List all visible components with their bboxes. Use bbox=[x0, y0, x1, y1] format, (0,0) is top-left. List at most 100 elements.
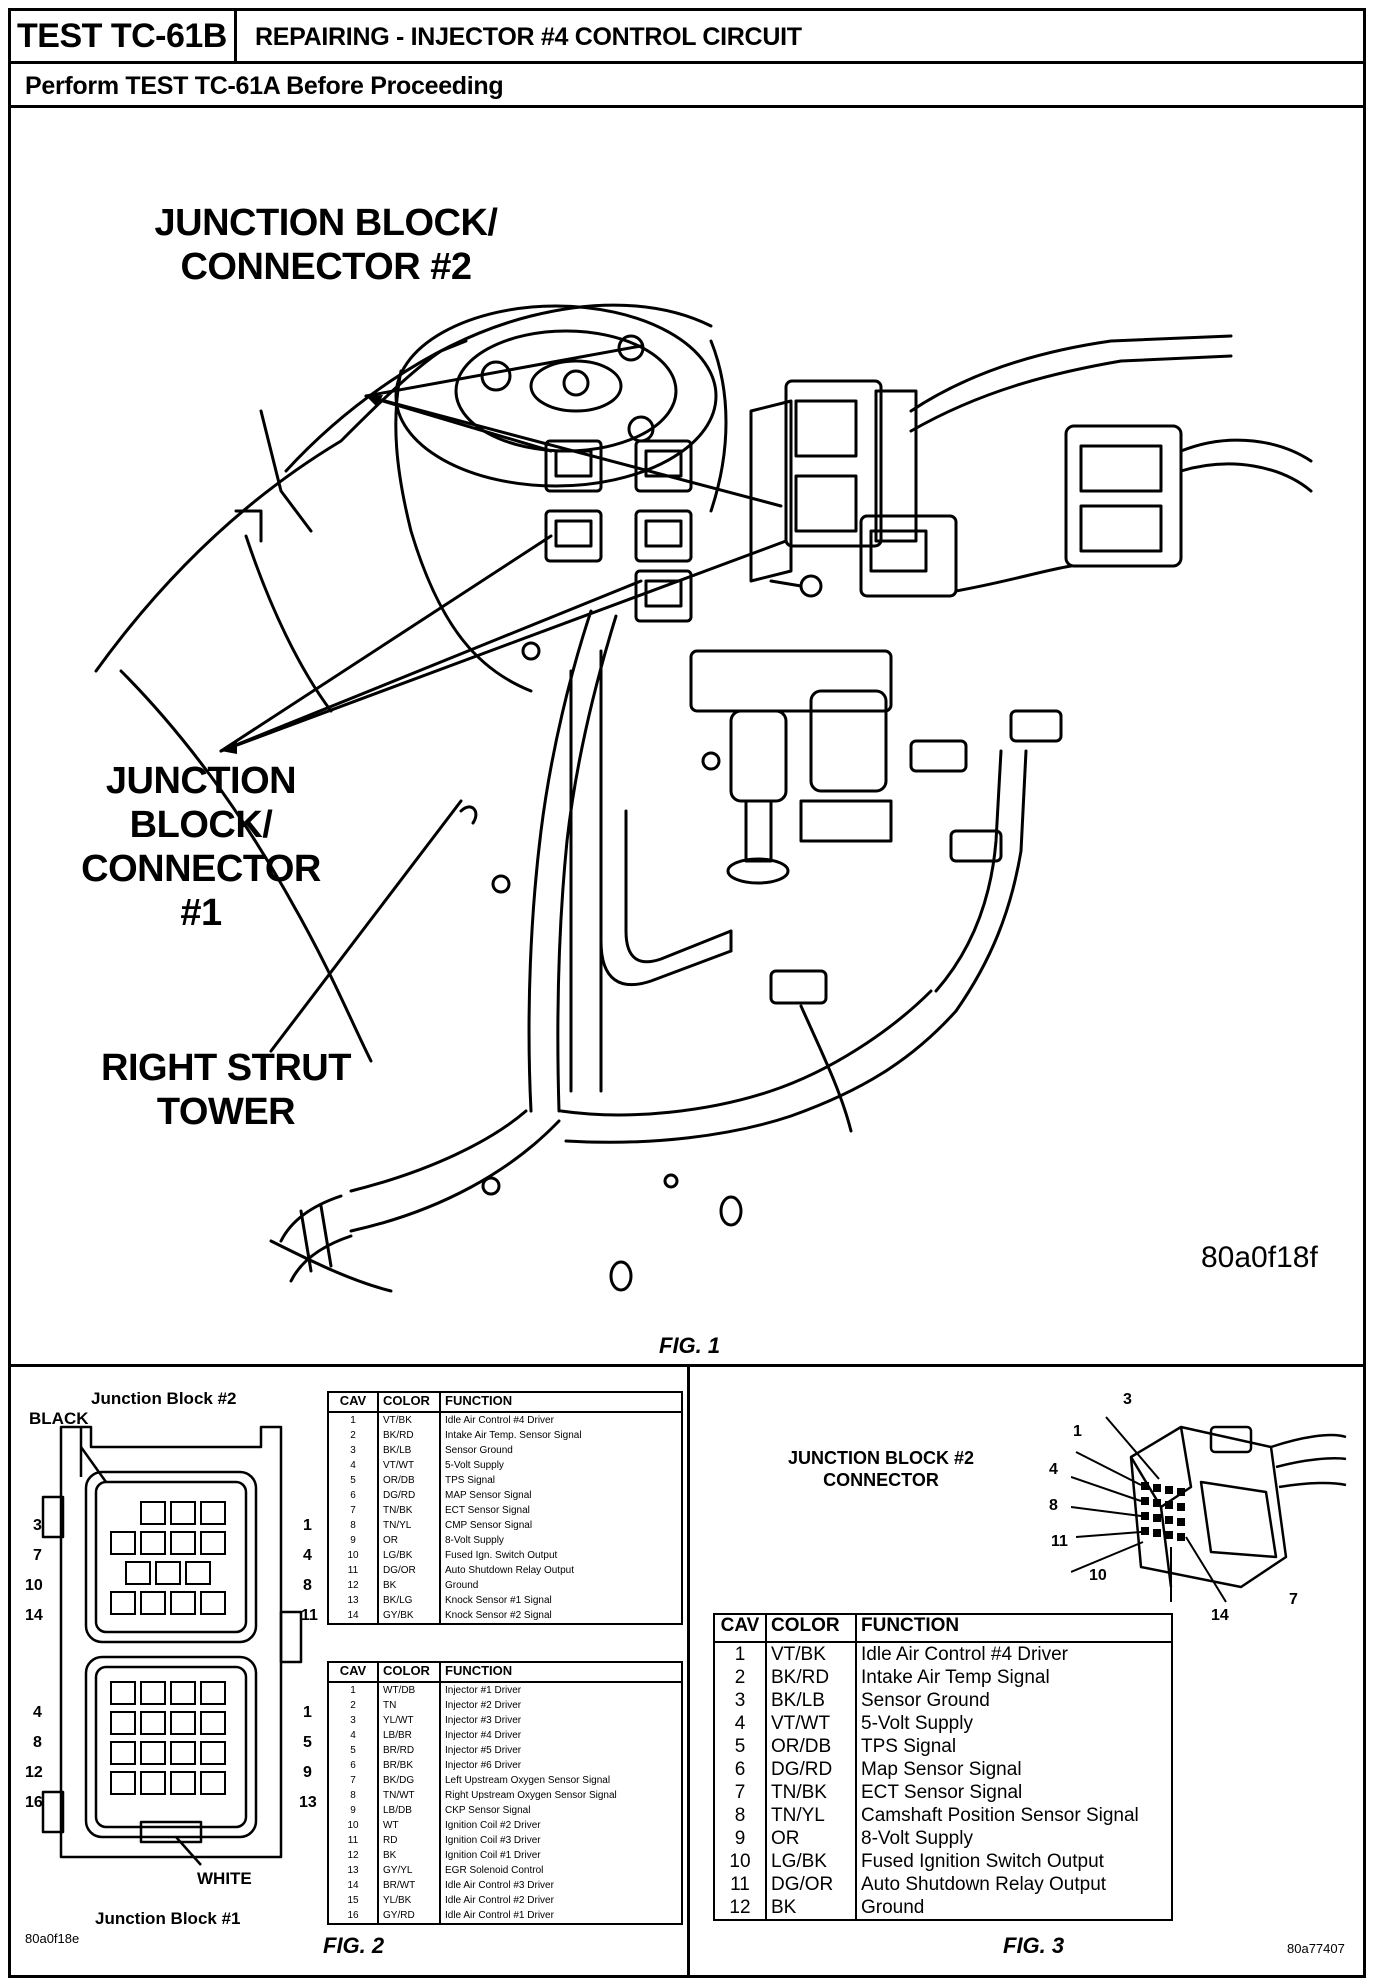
callout-label: 8 bbox=[1049, 1497, 1058, 1514]
junction-block-1-title: Junction Block #1 bbox=[95, 1909, 241, 1928]
function-cell: Sensor Ground bbox=[445, 1445, 513, 1456]
leader-jb2-b bbox=[364, 394, 783, 508]
function-cell: 8-Volt Supply bbox=[861, 1828, 973, 1849]
label-line: JUNCTION bbox=[105, 760, 297, 802]
column-header: COLOR bbox=[378, 1663, 441, 1683]
color-cell: VT/WT bbox=[378, 1458, 441, 1473]
cav-cell: 7 bbox=[715, 1781, 767, 1804]
cav-cell: 1 bbox=[715, 1642, 767, 1666]
tps-sensor bbox=[809, 689, 888, 793]
cav-cell: 3 bbox=[329, 1443, 379, 1458]
junction-block-pinout bbox=[41, 1425, 303, 1866]
function-cell: 5-Volt Supply bbox=[861, 1713, 973, 1734]
color-cell: LB/BR bbox=[378, 1728, 441, 1743]
small-connector-a bbox=[909, 739, 968, 773]
page-title: REPAIRING - INJECTOR #4 CONTROL CIRCUIT bbox=[255, 23, 802, 51]
figure-2-code: 80a0f18e bbox=[25, 1931, 80, 1946]
color-cell: DG/RD bbox=[766, 1758, 857, 1781]
column-header: FUNCTION bbox=[856, 1615, 1171, 1643]
function-cell: Injector #2 Driver bbox=[445, 1700, 522, 1711]
cav-cell: 10 bbox=[715, 1850, 767, 1873]
column-header: COLOR bbox=[378, 1393, 441, 1413]
cav-cell: 13 bbox=[329, 1593, 379, 1608]
black-label: BLACK bbox=[29, 1409, 89, 1428]
color-cell: BK/RD bbox=[378, 1428, 441, 1443]
relay-1 bbox=[544, 439, 603, 493]
cav-cell: 13 bbox=[329, 1863, 379, 1878]
label-line: RIGHT STRUT bbox=[101, 1047, 351, 1089]
leader-jb1-c bbox=[219, 539, 788, 753]
callout-label: 14 bbox=[1211, 1607, 1229, 1624]
function-cell: TPS Signal bbox=[445, 1475, 496, 1486]
color-cell: RD bbox=[378, 1833, 441, 1848]
callout-label: 11 bbox=[1051, 1533, 1068, 1550]
figure-1-caption: FIG. 1 bbox=[659, 1333, 721, 1358]
figure-3-caption: FIG. 3 bbox=[1003, 1933, 1065, 1958]
cav-cell: 9 bbox=[715, 1827, 767, 1850]
function-cell: ECT Sensor Signal bbox=[861, 1782, 1023, 1803]
figure-1: JUNCTION BLOCK/ CONNECTOR #2 JUNCTION BL… bbox=[11, 111, 1363, 1367]
function-cell: Ground bbox=[445, 1580, 479, 1591]
connector-illustration bbox=[1071, 1416, 1347, 1603]
cav-cell: 16 bbox=[329, 1908, 379, 1923]
pin-label: 13 bbox=[299, 1794, 317, 1811]
cav-cell: 12 bbox=[329, 1578, 379, 1593]
color-cell: GY/YL bbox=[378, 1863, 441, 1878]
cav-cell: 11 bbox=[715, 1873, 767, 1896]
label-line: #1 bbox=[180, 892, 222, 934]
function-cell: Idle Air Control #1 Driver bbox=[445, 1910, 554, 1921]
cav-cell: 5 bbox=[329, 1473, 379, 1488]
cav-cell: 5 bbox=[329, 1743, 379, 1758]
pin-label: 1 bbox=[303, 1704, 312, 1721]
title-line: CONNECTOR bbox=[823, 1470, 939, 1490]
pin-label: 8 bbox=[33, 1734, 42, 1751]
callout-label: 3 bbox=[1123, 1391, 1132, 1408]
label-junction-block-2: JUNCTION BLOCK/ CONNECTOR #2 bbox=[141, 201, 511, 289]
function-cell: Injector #1 Driver bbox=[445, 1685, 522, 1696]
color-cell: TN/BK bbox=[766, 1781, 857, 1804]
color-cell: VT/BK bbox=[378, 1412, 441, 1428]
column-header: CAV bbox=[329, 1393, 379, 1413]
pin-label: 11 bbox=[301, 1607, 318, 1624]
figure-2-caption: FIG. 2 bbox=[323, 1933, 385, 1958]
function-cell: Intake Air Temp Signal bbox=[861, 1667, 1050, 1688]
cav-cell: 15 bbox=[329, 1893, 379, 1908]
white-label: WHITE bbox=[197, 1869, 252, 1888]
cav-cell: 10 bbox=[329, 1548, 379, 1563]
junction-block-2-title: Junction Block #2 bbox=[91, 1389, 237, 1408]
cav-cell: 8 bbox=[715, 1804, 767, 1827]
function-cell: Injector #6 Driver bbox=[445, 1760, 522, 1771]
header-row: TEST TC-61B REPAIRING - INJECTOR #4 CONT… bbox=[11, 11, 1363, 64]
pin-label: 5 bbox=[303, 1734, 312, 1751]
function-cell: 8-Volt Supply bbox=[445, 1535, 504, 1546]
color-cell: BR/BK bbox=[378, 1758, 441, 1773]
function-cell: Ignition Coil #1 Driver bbox=[445, 1850, 541, 1861]
panel-divider bbox=[687, 1367, 690, 1975]
color-cell: BK bbox=[378, 1848, 441, 1863]
callout-label: 7 bbox=[1289, 1591, 1298, 1608]
function-cell: Knock Sensor #1 Signal bbox=[445, 1595, 552, 1606]
figure-3-code: 80a77407 bbox=[1287, 1941, 1345, 1956]
cav-cell: 11 bbox=[329, 1563, 379, 1578]
cav-cell: 4 bbox=[329, 1458, 379, 1473]
color-cell: VT/WT bbox=[766, 1712, 857, 1735]
function-cell: Ignition Coil #2 Driver bbox=[445, 1820, 541, 1831]
function-cell: Idle Air Control #2 Driver bbox=[445, 1895, 554, 1906]
callout-label: 4 bbox=[1049, 1461, 1058, 1478]
relay-3 bbox=[544, 509, 603, 563]
pin-label: 4 bbox=[303, 1547, 312, 1564]
